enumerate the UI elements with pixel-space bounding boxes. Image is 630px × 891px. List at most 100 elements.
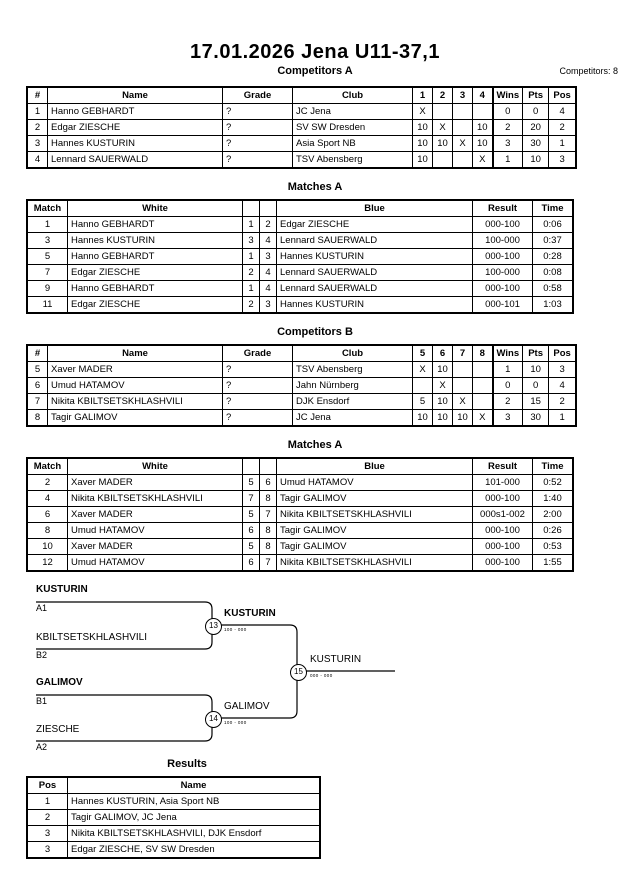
cell-n1: 6 [242,522,260,539]
cell-s4 [472,103,493,120]
cell-time: 0:08 [532,264,573,281]
cell-s3: X [452,135,473,152]
col-header-n1 [242,200,260,217]
cell-match: 9 [27,280,68,297]
cell-s4: 10 [472,135,493,152]
cell-s4: 10 [472,119,493,136]
cell-n1: 5 [242,474,260,491]
cell-num: 8 [27,409,48,426]
table-row: 4 Lennard SAUERWALD ? TSV Abensberg 10 X… [27,151,577,168]
cell-match: 12 [27,554,68,571]
cell-n2: 7 [259,554,277,571]
col-header-num: # [27,87,48,104]
cell-s7: X [452,393,473,410]
cell-blue: Umud HATAMOV [276,474,473,491]
cell-blue: Lennard SAUERWALD [276,280,473,297]
bracket-score-semifinal-top: 100 - 000 [224,627,247,632]
cell-club: Jahn Nürnberg [292,377,413,394]
table-header-row: # Name Grade Club 1 2 3 4 Wins Pts Pos [27,87,577,104]
bracket-match-node-15[interactable]: 15 [290,664,307,681]
col-header-pos: Pos [548,87,577,104]
cell-result: 000-100 [472,280,533,297]
cell-n1: 1 [242,216,260,233]
col-header-wins: Wins [491,87,524,104]
cell-s6: 10 [432,409,453,426]
cell-n2: 4 [259,232,277,249]
cell-s6: 10 [432,393,453,410]
col-header-name: Name [47,345,223,362]
table-row: 5 Xaver MADER ? TSV Abensberg X 10 1 10 … [27,361,577,378]
section-title-competitors-a: Competitors A [277,65,353,77]
cell-n1: 6 [242,554,260,571]
cell-n1: 5 [242,506,260,523]
table-row: 12 Umud HATAMOV 6 7 Nikita KBILTSETSKHLA… [27,554,573,571]
knockout-bracket: KUSTURIN A1 KBILTSETSKHLASHVILI B2 GALIM… [0,578,630,758]
cell-s8: X [472,409,493,426]
cell-n1: 2 [242,264,260,281]
section-title-results: Results [167,758,207,770]
bracket-entry-name-1: KUSTURIN [36,584,88,595]
col-header-grade: Grade [222,87,293,104]
cell-time: 0:28 [532,248,573,265]
cell-club: JC Jena [292,103,413,120]
col-header-n1 [242,458,260,475]
cell-s5: X [412,361,433,378]
cell-result: 000-100 [472,216,533,233]
cell-pts: 10 [522,361,550,378]
cell-name: Nikita KBILTSETSKHLASHVILI, DJK Ensdorf [67,825,320,842]
col-header-num: # [27,345,48,362]
cell-s5 [412,377,433,394]
cell-match: 3 [27,232,68,249]
table-header-row: # Name Grade Club 5 6 7 8 Wins Pts Pos [27,345,577,362]
col-header-pts: Pts [522,345,550,362]
cell-n2: 7 [259,506,277,523]
cell-pts: 15 [522,393,550,410]
bracket-match-node-14[interactable]: 14 [205,711,222,728]
cell-time: 0:58 [532,280,573,297]
cell-wins: 3 [491,135,524,152]
bracket-entry-seed-4: A2 [36,742,48,752]
cell-blue: Hannes KUSTURIN [276,248,473,265]
cell-n2: 3 [259,248,277,265]
cell-s2 [432,103,453,120]
bracket-winner-final: KUSTURIN [310,654,362,665]
col-header-match: Match [27,200,68,217]
cell-s1: 10 [412,151,433,168]
cell-result: 000-100 [472,522,533,539]
cell-n2: 8 [259,538,277,555]
table-row: 1 Hannes KUSTURIN, Asia Sport NB [27,793,320,810]
table-row: 8 Umud HATAMOV 6 8 Tagir GALIMOV 000-100… [27,522,573,539]
bracket-entry-seed-3: B1 [36,696,48,706]
col-header-s5: 5 [412,345,433,362]
cell-white: Edgar ZIESCHE [67,296,243,313]
cell-pos: 4 [548,377,577,394]
cell-s1: X [412,103,433,120]
cell-pts: 20 [522,119,550,136]
cell-result: 101-000 [472,474,533,491]
bracket-score-final: 000 - 000 [310,673,333,678]
cell-blue: Edgar ZIESCHE [276,216,473,233]
cell-club: SV SW Dresden [292,119,413,136]
col-header-s2: 2 [432,87,453,104]
table-row: 3 Nikita KBILTSETSKHLASHVILI, DJK Ensdor… [27,825,320,842]
cell-time: 0:37 [532,232,573,249]
cell-s7: 10 [452,409,473,426]
competitors-b-table: # Name Grade Club 5 6 7 8 Wins Pts Pos 5… [27,345,577,426]
cell-match: 2 [27,474,68,491]
col-header-wins: Wins [491,345,524,362]
cell-s5: 5 [412,393,433,410]
cell-n2: 8 [259,490,277,507]
cell-club: DJK Ensdorf [292,393,413,410]
cell-grade: ? [222,119,293,136]
cell-s6: X [432,377,453,394]
cell-grade: ? [222,409,293,426]
cell-pts: 0 [522,103,550,120]
cell-n2: 4 [259,280,277,297]
cell-n1: 1 [242,248,260,265]
bracket-entry-seed-2: B2 [36,650,48,660]
bracket-match-node-13[interactable]: 13 [205,618,222,635]
cell-name: Tagir GALIMOV [47,409,223,426]
cell-n1: 7 [242,490,260,507]
cell-white: Umud HATAMOV [67,522,243,539]
section-title-competitors-b: Competitors B [277,326,353,338]
